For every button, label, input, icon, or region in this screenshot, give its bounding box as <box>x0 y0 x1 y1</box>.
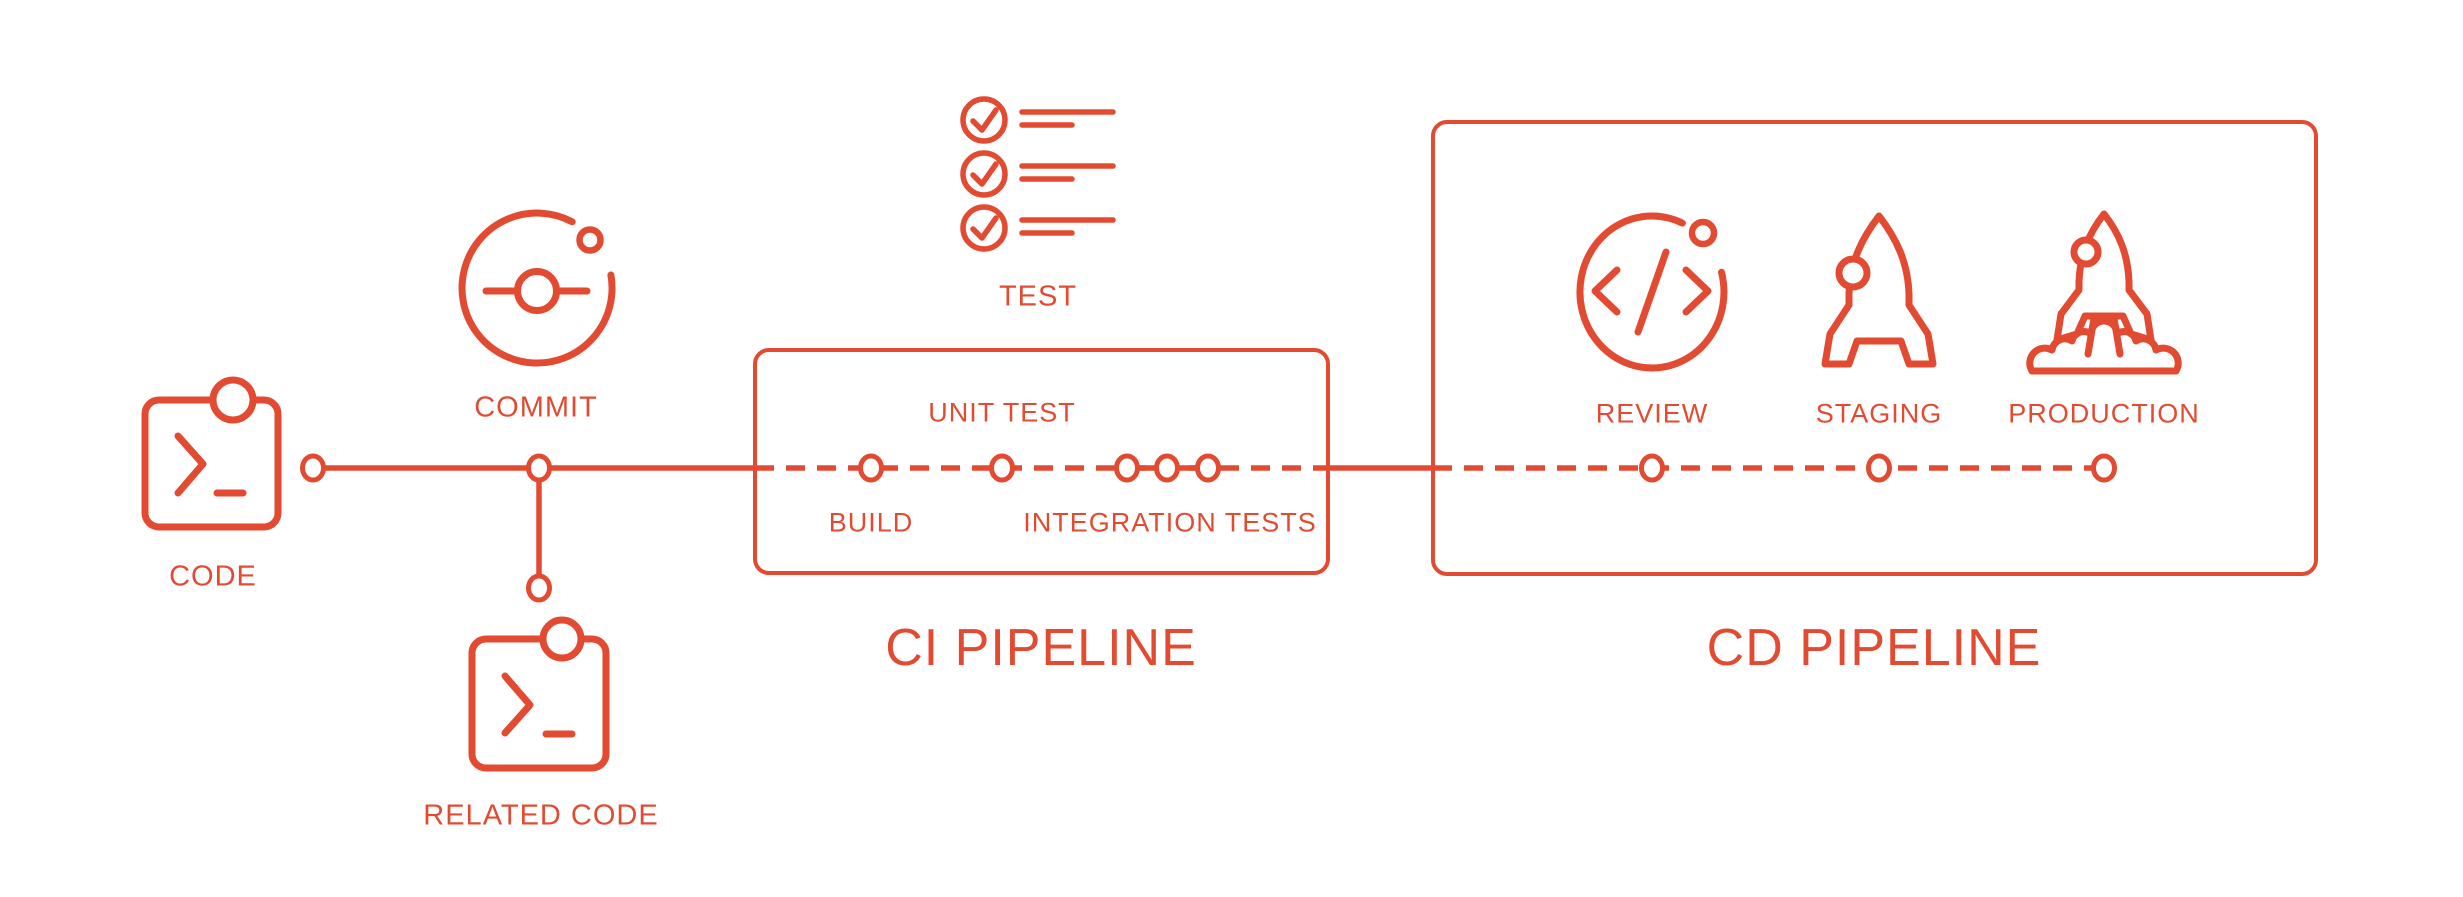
node-staging <box>1866 453 1892 483</box>
node-production <box>2091 453 2117 483</box>
review-ring <box>1576 212 1728 372</box>
terminal-icon <box>141 376 282 531</box>
checkmark-icon <box>970 161 999 187</box>
ci-pipeline-box <box>753 348 1330 575</box>
terminal-pin-circle <box>539 616 585 662</box>
pipeline-nodes <box>300 453 2117 603</box>
test-label: TEST <box>998 280 1078 313</box>
unit-test-label: UNIT TEST <box>928 397 1076 428</box>
staging-label: STAGING <box>1815 398 1943 429</box>
terminal-prompt-chevron <box>501 672 534 737</box>
commit-label: COMMIT <box>474 391 598 424</box>
node-build <box>858 453 884 483</box>
build-label: BUILD <box>828 507 914 538</box>
slash <box>1634 248 1670 336</box>
review-label: REVIEW <box>1595 398 1709 429</box>
checklist-icon <box>960 96 1116 252</box>
launch-smoke-cloud <box>2026 317 2182 375</box>
node-unit-test <box>989 453 1015 483</box>
checkmark-icon <box>970 107 999 133</box>
node-related-code <box>526 573 552 603</box>
rocket-porthole <box>1835 255 1871 291</box>
commit-ring <box>458 209 616 367</box>
rocket-standing-icon <box>1821 212 1937 368</box>
production-label: PRODUCTION <box>2008 398 2200 429</box>
node-integration-2 <box>1154 453 1180 483</box>
related-code-label: RELATED CODE <box>423 799 659 832</box>
ci-pipeline-title: CI PIPELINE <box>885 619 1197 677</box>
checkmark-icon <box>970 215 999 241</box>
terminal-prompt-chevron <box>174 432 207 497</box>
review-satellite-circle <box>1688 218 1718 248</box>
node-code <box>300 453 326 483</box>
angle-bracket-right <box>1682 266 1712 316</box>
node-integration-3 <box>1195 453 1221 483</box>
cd-pipeline-title: CD PIPELINE <box>1706 619 2042 677</box>
commit-satellite-circle <box>576 226 604 254</box>
rocket-launch-icon <box>2026 210 2182 375</box>
angle-bracket-left <box>1591 266 1621 316</box>
node-review <box>1639 453 1665 483</box>
code-label: CODE <box>169 560 257 593</box>
terminal-pin-circle <box>209 376 257 424</box>
rocket-porthole <box>2070 236 2102 268</box>
cd-pipeline-box <box>1431 120 2318 576</box>
node-commit <box>526 453 552 483</box>
commit-orbit-icon <box>458 209 616 367</box>
commit-node-circle <box>514 268 560 314</box>
integration-tests-label: INTEGRATION TESTS <box>1023 507 1317 538</box>
code-review-icon <box>1576 212 1728 372</box>
terminal-icon <box>468 616 610 772</box>
node-integration-1 <box>1114 453 1140 483</box>
